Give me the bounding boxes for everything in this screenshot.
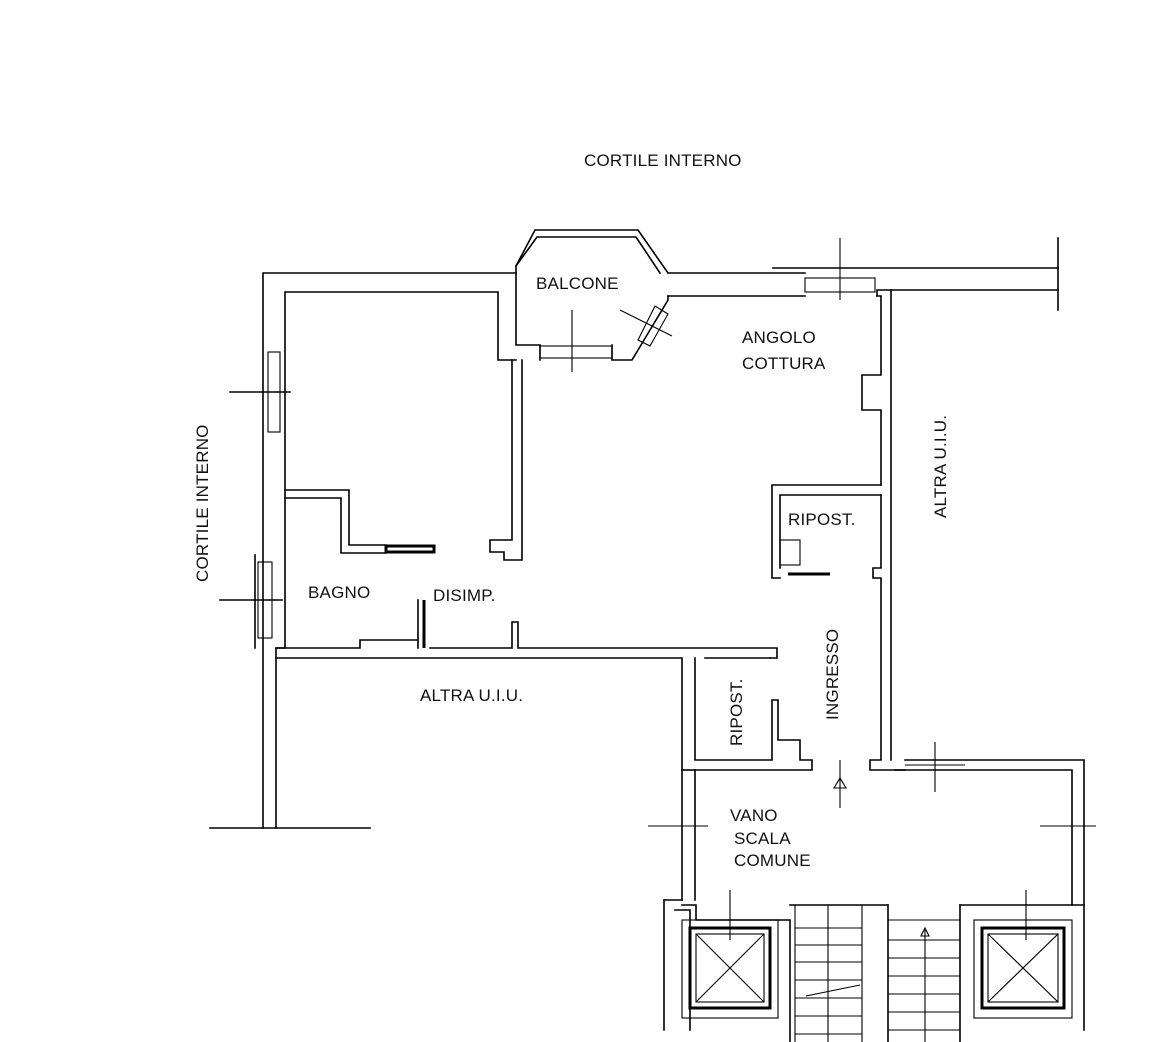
label-bathroom: BAGNO	[308, 583, 370, 602]
label-other-unit-right: ALTRA U.I.U.	[931, 415, 950, 518]
openings	[539, 238, 1096, 827]
label-stair-line2: SCALA	[734, 829, 791, 848]
lift-right	[973, 890, 1073, 1019]
label-storage-lower: RIPOST.	[727, 678, 746, 746]
room-labels: CORTILE INTERNO CORTILE INTERNO BALCONE …	[193, 151, 950, 870]
label-kitchenette-line1: ANGOLO	[742, 328, 816, 347]
label-hallway: DISIMP.	[433, 586, 496, 605]
stairs	[794, 905, 960, 1042]
label-stair-line3: COMUNE	[734, 851, 811, 870]
label-other-unit-bottom: ALTRA U.I.U.	[420, 686, 523, 705]
label-storage-upper: RIPOST.	[788, 510, 856, 529]
lift-left	[681, 890, 779, 1019]
label-kitchenette-line2: COTTURA	[742, 354, 826, 373]
label-entrance: INGRESSO	[823, 629, 842, 720]
label-balcony: BALCONE	[536, 274, 619, 293]
label-courtyard-top: CORTILE INTERNO	[584, 151, 742, 170]
label-stair-line1: VANO	[730, 806, 778, 825]
label-courtyard-left: CORTILE INTERNO	[193, 424, 212, 582]
